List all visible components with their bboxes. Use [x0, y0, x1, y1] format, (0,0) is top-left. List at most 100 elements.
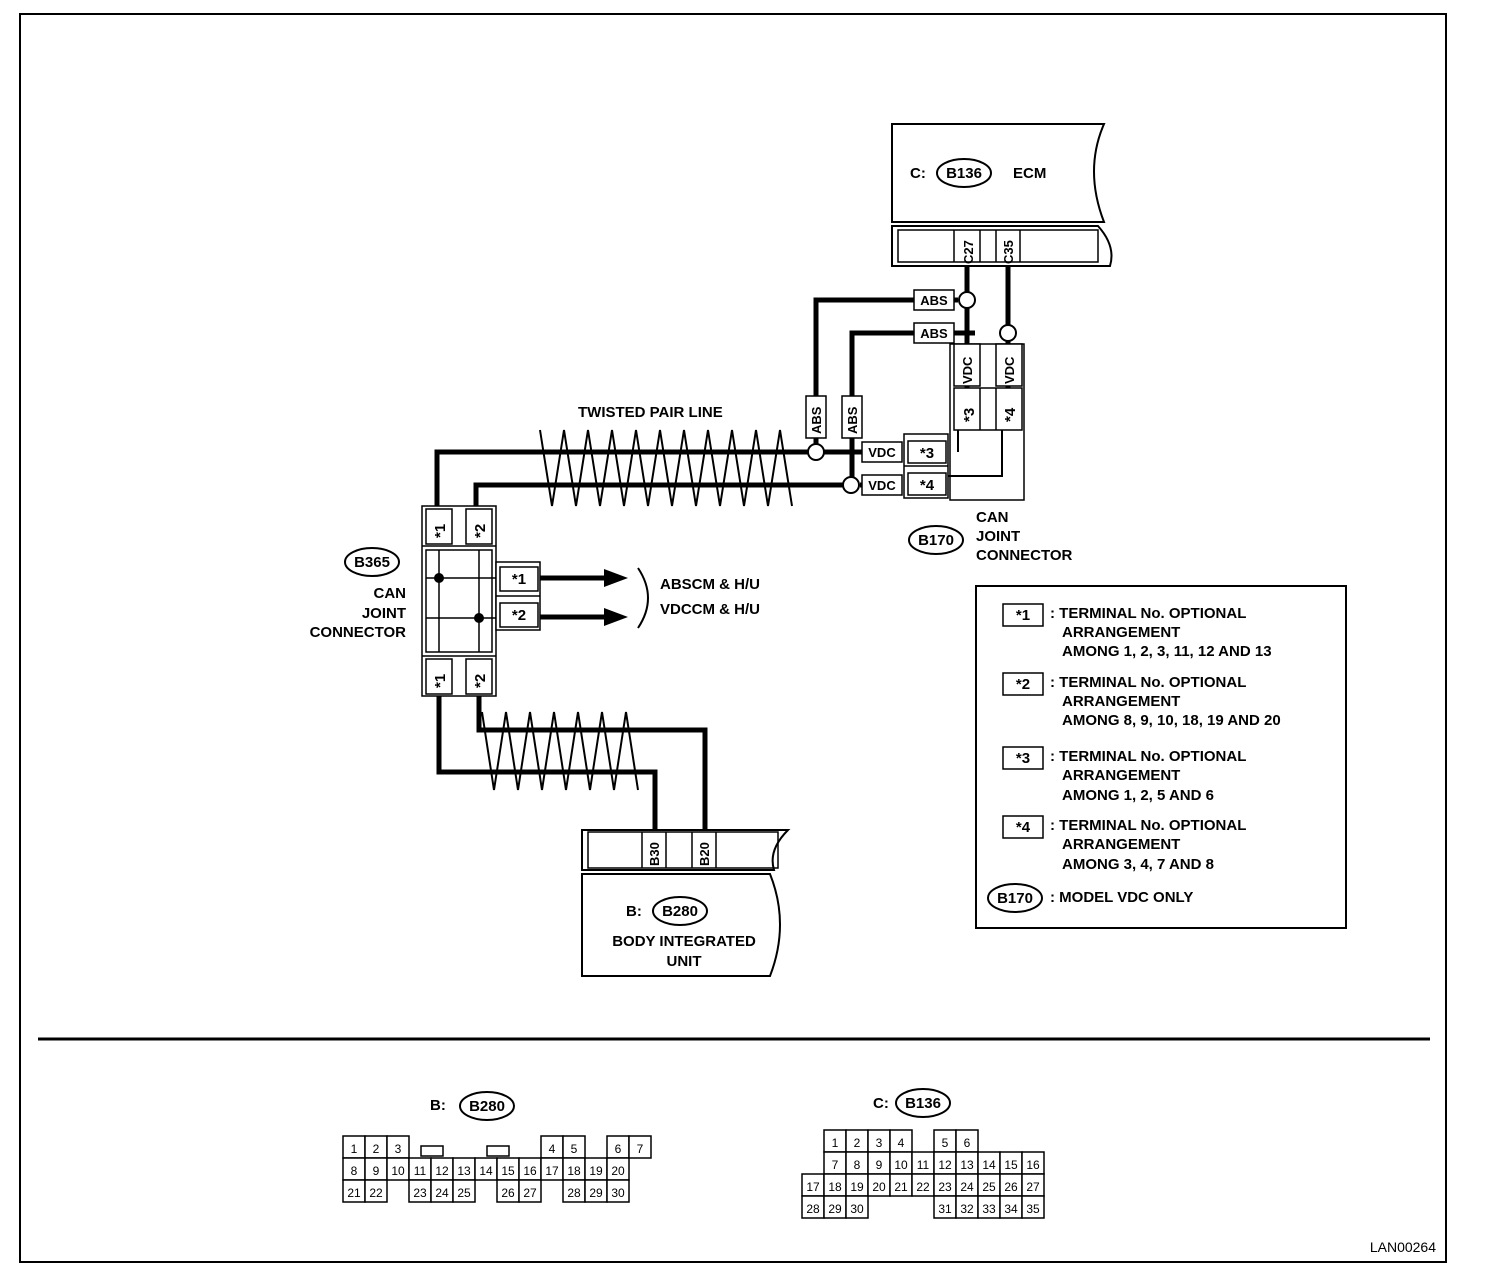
- bcm-name-2: UNIT: [667, 953, 702, 970]
- pin-number: 34: [1004, 1202, 1018, 1216]
- pin-number: 30: [850, 1202, 864, 1216]
- pin-number: 5: [571, 1142, 578, 1156]
- svg-text:*3: *3: [920, 445, 934, 462]
- pin-number: 26: [501, 1186, 515, 1200]
- ecm-name: ECM: [1013, 165, 1046, 182]
- body-integrated-unit: B30 B20 B: B280 BODY INTEGRATED UNIT: [581, 829, 791, 977]
- bcm-pin-b30: B30: [647, 842, 662, 866]
- svg-text:*3: *3: [1016, 750, 1030, 767]
- b170-label-3: CONNECTOR: [976, 547, 1073, 564]
- pin-number: 2: [373, 1142, 380, 1156]
- svg-text:: TERMINAL No. OPTIONAL: : TERMINAL No. OPTIONAL: [1050, 748, 1246, 765]
- svg-text:: TERMINAL No. OPTIONAL: : TERMINAL No. OPTIONAL: [1050, 817, 1246, 834]
- pin-number: 15: [501, 1164, 515, 1178]
- ecm-connector-oval: [936, 158, 992, 188]
- pin-number: 12: [938, 1158, 952, 1172]
- pin-number: 16: [523, 1164, 537, 1178]
- pin-number: 24: [435, 1186, 449, 1200]
- output-abscm: ABSCM & H/U: [660, 576, 760, 593]
- junction-twisted-top: [807, 443, 825, 461]
- svg-text:ABS: ABS: [920, 326, 948, 341]
- pin-number: 19: [589, 1164, 603, 1178]
- pin-number: 11: [414, 1164, 427, 1178]
- output-arrows: ABSCM & H/U VDCCM & H/U: [540, 567, 760, 629]
- svg-text:AMONG 3, 4, 7 AND 8: AMONG 3, 4, 7 AND 8: [1062, 856, 1214, 873]
- pin-number: 7: [832, 1158, 839, 1172]
- abs-tag-3: ABS: [805, 395, 827, 439]
- pin-number: 1: [832, 1136, 839, 1150]
- b170-connector: VDC VDC *3 *4 *3 *4 VDC VDC B170 CAN JOI…: [861, 343, 1073, 564]
- svg-text:*2: *2: [1016, 676, 1030, 693]
- bcm-name-1: BODY INTEGRATED: [612, 933, 756, 950]
- svg-text:*4: *4: [920, 477, 935, 494]
- pin-number: 5: [942, 1136, 949, 1150]
- bcm-prefix: B:: [626, 903, 642, 920]
- pin-number: 17: [806, 1180, 820, 1194]
- pin-number: 10: [894, 1158, 908, 1172]
- svg-text:ABS: ABS: [920, 293, 948, 308]
- svg-text:VDC: VDC: [960, 356, 975, 384]
- pin-number: 29: [828, 1202, 842, 1216]
- b365-label-3: CONNECTOR: [310, 624, 407, 641]
- svg-text:B280: B280: [469, 1098, 505, 1115]
- pin-cell: [518, 1179, 542, 1203]
- abs-tag-4: ABS: [841, 395, 863, 439]
- svg-text:B170: B170: [997, 890, 1033, 907]
- b365-connector: *1 *2 *1 *2 *1 *2 B365 CAN JOINT CONNECT…: [310, 505, 541, 697]
- junction-c27-abs: [958, 291, 976, 309]
- pin-number: 27: [523, 1186, 537, 1200]
- pin-number: 4: [549, 1142, 556, 1156]
- pin-number: 14: [479, 1164, 493, 1178]
- pin-cell: [364, 1179, 388, 1203]
- svg-text:AMONG 1, 2, 3, 11, 12 AND 13: AMONG 1, 2, 3, 11, 12 AND 13: [1062, 643, 1272, 660]
- svg-text:*3: *3: [961, 408, 978, 422]
- svg-text:C:: C:: [873, 1095, 889, 1112]
- svg-text:ARRANGEMENT: ARRANGEMENT: [1062, 767, 1180, 784]
- svg-text:: MODEL VDC ONLY: : MODEL VDC ONLY: [1050, 889, 1193, 906]
- pin-number: 18: [567, 1164, 581, 1178]
- pin-number: 13: [457, 1164, 471, 1178]
- svg-text:*2: *2: [472, 524, 489, 538]
- pin-number: 8: [854, 1158, 861, 1172]
- pin-number: 23: [938, 1180, 952, 1194]
- pin-number: 10: [391, 1164, 405, 1178]
- svg-text:ARRANGEMENT: ARRANGEMENT: [1062, 836, 1180, 853]
- pin-cell: [452, 1179, 476, 1203]
- pin-number: 23: [413, 1186, 427, 1200]
- svg-text:: TERMINAL No. OPTIONAL: : TERMINAL No. OPTIONAL: [1050, 674, 1246, 691]
- svg-text:*2: *2: [512, 607, 526, 624]
- pin-number: 17: [545, 1164, 559, 1178]
- lower-wires: [436, 696, 708, 832]
- svg-text:B:: B:: [430, 1097, 446, 1114]
- svg-text:*2: *2: [472, 674, 489, 688]
- pin-number: 19: [850, 1180, 864, 1194]
- ecm-unit: C: B136 ECM C27 C35: [891, 123, 1113, 267]
- svg-text:*1: *1: [512, 571, 526, 588]
- legend: *1 : TERMINAL No. OPTIONAL ARRANGEMENT A…: [975, 585, 1347, 929]
- svg-text:VDC: VDC: [868, 478, 896, 493]
- svg-text:ARRANGEMENT: ARRANGEMENT: [1062, 693, 1180, 710]
- twisted-pair-label: TWISTED PAIR LINE: [578, 404, 723, 421]
- pin-number: 16: [1026, 1158, 1040, 1172]
- pin-number: 20: [611, 1164, 625, 1178]
- pin-cell: [845, 1195, 869, 1219]
- pin-number: 35: [1026, 1202, 1040, 1216]
- pin-number: 22: [916, 1180, 930, 1194]
- pin-number: 9: [373, 1164, 380, 1178]
- b170-connector-id: B170: [918, 532, 954, 549]
- svg-text:*1: *1: [1016, 607, 1030, 624]
- abs-tag-1: ABS: [913, 289, 955, 311]
- pin-number: 21: [347, 1186, 361, 1200]
- pin-number: 25: [457, 1186, 471, 1200]
- pin-number: 9: [876, 1158, 883, 1172]
- pin-number: 3: [876, 1136, 883, 1150]
- pin-number: 25: [982, 1180, 996, 1194]
- pin-number: 28: [567, 1186, 581, 1200]
- svg-text:ARRANGEMENT: ARRANGEMENT: [1062, 624, 1180, 641]
- pin-number: 7: [637, 1142, 644, 1156]
- junction-c35-abs: [999, 324, 1017, 342]
